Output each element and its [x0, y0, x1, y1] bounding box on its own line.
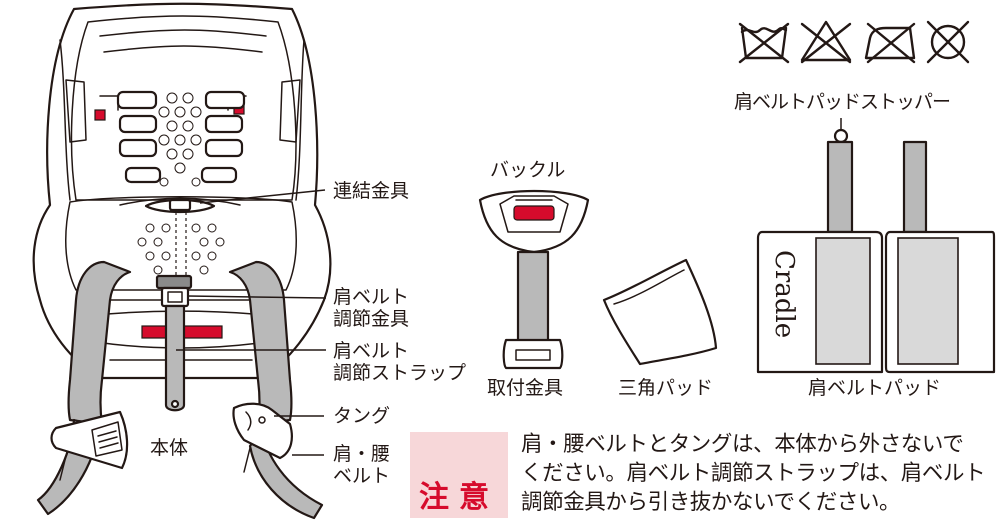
car-seat-body — [32, 2, 332, 520]
caution-line: 調節金具から引き抜かないでください。 — [521, 490, 901, 515]
caution-badge: 注意 — [410, 432, 508, 518]
label-renketsu-kangu: 連結金具 — [333, 180, 410, 202]
leader-lines — [176, 189, 327, 456]
caution-line: 肩・腰ベルトとタングは、本体から外さないで — [521, 432, 964, 457]
label-toritsuke-kangu: 取付金具 — [487, 377, 564, 399]
no-tumble-dry-icon — [926, 20, 970, 64]
label-kata-belt-chousetsu-kangu-2: 調節金具 — [333, 308, 410, 330]
label-kata-koshi-belt-1: 肩・腰 — [333, 443, 391, 465]
shoulder-pad-right — [884, 140, 996, 374]
caution-line: ください。肩ベルト調節ストラップは、肩ベルト — [521, 461, 986, 486]
label-kata-koshi-belt-2: ベルト — [333, 465, 391, 487]
shoulder-pad-left: Cradle — [756, 128, 884, 374]
triangle-pad-part — [602, 258, 718, 366]
label-kata-belt-pad-stopper: 肩ベルトパッドストッパー — [734, 91, 951, 113]
caution-title: 注意 — [419, 480, 499, 515]
caution-text: 肩・腰ベルトとタングは、本体から外さないで ください。肩ベルト調節ストラップは、… — [521, 430, 991, 517]
label-kata-belt-chousetsu-strap-1: 肩ベルト — [333, 340, 410, 362]
no-iron-icon — [864, 22, 916, 64]
buckle-part — [478, 189, 590, 370]
cradle-logo: Cradle — [769, 250, 799, 338]
label-kata-belt-chousetsu-kangu-1: 肩ベルト — [333, 286, 410, 308]
no-washing-icon — [738, 22, 790, 64]
no-bleach-icon — [800, 20, 852, 64]
label-hontai: 本体 — [150, 437, 189, 459]
label-kata-belt-chousetsu-strap-2: 調節ストラップ — [333, 362, 467, 384]
label-buckle: バックル — [490, 159, 566, 181]
label-sankaku-pad: 三角パッド — [618, 377, 714, 399]
label-tang: タング — [333, 405, 391, 427]
label-kata-belt-pad: 肩ベルトパッド — [808, 377, 942, 399]
